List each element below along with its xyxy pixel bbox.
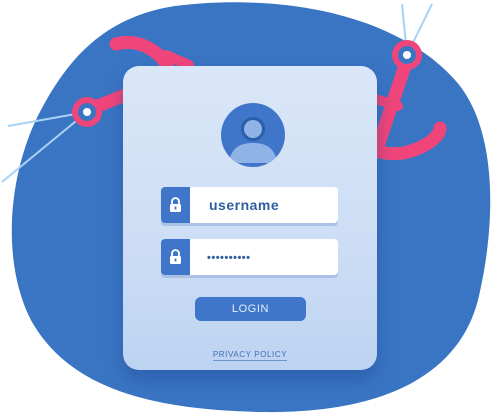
lock-icon [161, 239, 190, 275]
buoy-right-icon [392, 40, 422, 70]
user-avatar-icon [221, 103, 285, 167]
privacy-policy-label: PRIVACY POLICY [212, 350, 288, 361]
buoy-left-icon [72, 97, 102, 127]
username-field[interactable]: username [161, 187, 338, 223]
privacy-policy-link[interactable]: PRIVACY POLICY [180, 350, 320, 361]
password-field[interactable]: •••••••••• [161, 239, 338, 275]
lock-icon [161, 187, 190, 223]
rope-left-lower [1, 111, 88, 183]
password-value: •••••••••• [207, 252, 251, 264]
username-value: username [209, 197, 280, 213]
login-button[interactable]: LOGIN [195, 297, 306, 321]
